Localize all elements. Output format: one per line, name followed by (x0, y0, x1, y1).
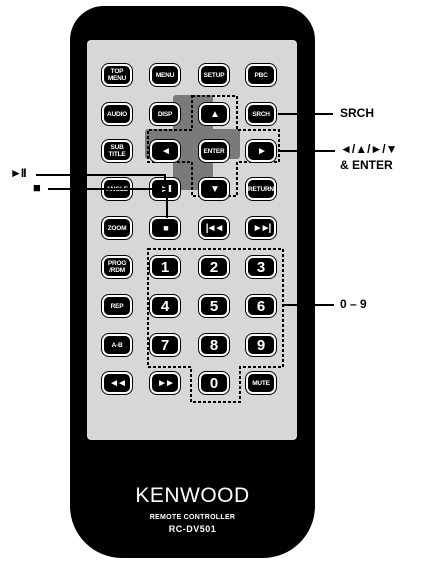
srch-callout-label: SRCH (340, 106, 375, 120)
setup-button[interactable]: SETUP (199, 64, 229, 86)
digit-9-button[interactable]: 9 (246, 334, 276, 356)
digit-6-button[interactable]: 6 (246, 295, 276, 317)
subtitle-button[interactable]: SUB TITLE (102, 140, 132, 162)
digit-7-button[interactable]: 7 (150, 334, 180, 356)
digit-2-button[interactable]: 2 (199, 256, 229, 278)
pbc-button[interactable]: PBC (246, 64, 276, 86)
down-button[interactable]: ▼ (199, 178, 229, 200)
digit-1-button[interactable]: 1 (150, 256, 180, 278)
next-button[interactable]: ►►| (246, 217, 276, 239)
stop-callout-drop (166, 188, 168, 218)
skip-forward-icon: ►►| (252, 222, 272, 234)
srch-callout-line (278, 113, 333, 115)
fast-forward-button[interactable]: ►► (150, 372, 180, 394)
digit-3-button[interactable]: 3 (246, 256, 276, 278)
rewind-icon: ◄◄ (109, 377, 127, 389)
left-button[interactable]: ◄ (150, 140, 180, 162)
arrows-callout-line (280, 150, 335, 152)
rewind-button[interactable]: ◄◄ (102, 372, 132, 394)
play-pause-callout-line (36, 174, 166, 176)
down-arrow-icon: ▼ (210, 183, 220, 195)
return-button[interactable]: RETURN (246, 178, 276, 200)
digit-0-button[interactable]: 0 (199, 372, 229, 394)
zoom-button[interactable]: ZOOM (102, 217, 132, 239)
up-button[interactable]: ▲ (199, 103, 229, 125)
skip-back-icon: |◄◄ (205, 222, 225, 234)
mute-button[interactable]: MUTE (246, 372, 276, 394)
stop-callout-label: ■ (33, 180, 41, 195)
digits-callout-label: 0 – 9 (340, 297, 367, 311)
right-arrow-icon: ► (257, 145, 267, 157)
play-pause-callout-label: ►II (10, 166, 27, 180)
stop-callout-line (48, 188, 168, 190)
stop-icon: ■ (163, 222, 169, 233)
top-menu-button[interactable]: TOP MENU (102, 64, 132, 86)
digit-8-button[interactable]: 8 (199, 334, 229, 356)
rep-button[interactable]: REP (102, 295, 132, 317)
right-button[interactable]: ► (246, 140, 276, 162)
disp-button[interactable]: DISP (150, 103, 180, 125)
audio-button[interactable]: AUDIO (102, 103, 132, 125)
srch-button[interactable]: SRCH (246, 103, 276, 125)
up-arrow-icon: ▲ (210, 108, 220, 120)
digit-5-button[interactable]: 5 (199, 295, 229, 317)
digit-4-button[interactable]: 4 (150, 295, 180, 317)
stop-button[interactable]: ■ (150, 217, 180, 239)
fast-forward-icon: ►► (157, 377, 175, 389)
brand-subtitle: REMOTE CONTROLLER (149, 514, 236, 521)
enter-callout-label: & ENTER (340, 158, 393, 172)
arrows-callout-label: ◄/▲/►/▼ (340, 142, 398, 156)
menu-button[interactable]: MENU (150, 64, 180, 86)
brand-logo: KENWOOD (135, 484, 250, 507)
model-number: RC-DV501 (168, 524, 217, 534)
left-arrow-icon: ◄ (161, 145, 171, 157)
enter-button[interactable]: ENTER (199, 140, 229, 162)
a-b-button[interactable]: A-B (102, 334, 132, 356)
digits-callout-line (284, 304, 334, 306)
play-pause-callout-drop (164, 174, 166, 180)
prev-button[interactable]: |◄◄ (199, 217, 229, 239)
prog-rdm-button[interactable]: PROG /RDM (102, 256, 132, 278)
